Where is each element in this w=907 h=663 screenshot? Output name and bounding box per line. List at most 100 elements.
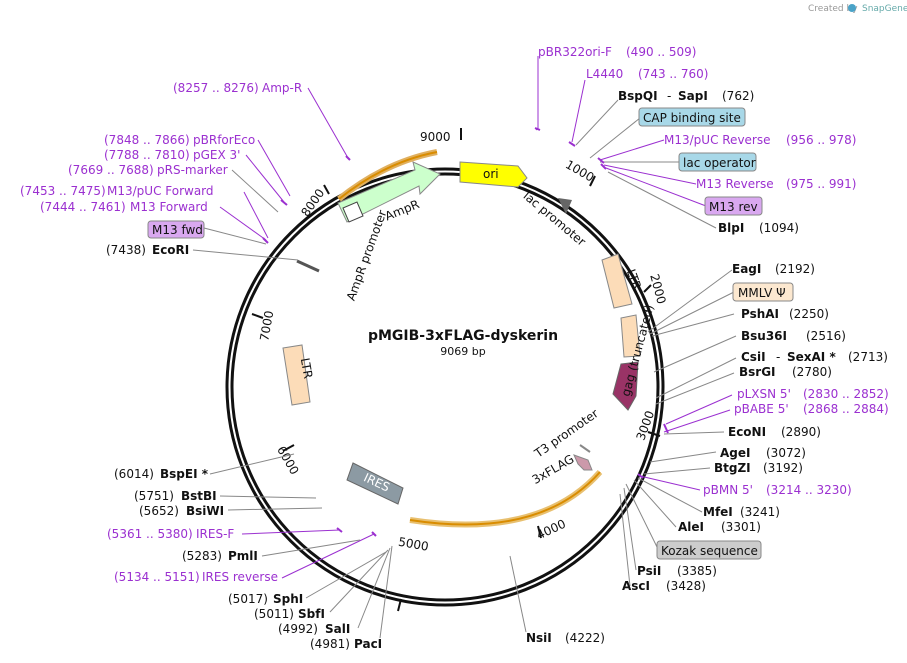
m13-reverse-line [603, 164, 697, 185]
ires-feature[interactable] [346, 462, 404, 505]
nsii-name[interactable]: NsiI [526, 631, 552, 645]
prs-marker-name[interactable]: pRS-marker [157, 163, 228, 177]
ltr-mmlv-feature[interactable] [620, 314, 641, 358]
sphi-line [305, 551, 387, 599]
mfei-name[interactable]: MfeI [703, 505, 733, 519]
cap-name: CAP binding site [643, 111, 741, 125]
gag-feature[interactable] [612, 361, 639, 411]
flag-feature[interactable] [573, 454, 593, 471]
bsrgi-name[interactable]: BsrGI [739, 365, 776, 379]
tick-5000: 5000 [397, 535, 430, 554]
agei-name[interactable]: AgeI [720, 446, 750, 460]
pbmn-range: (3214 .. 3230) [766, 483, 852, 497]
csii-name[interactable]: CsiI [741, 350, 766, 364]
pshai-name[interactable]: PshAI [741, 307, 779, 321]
sali-line [357, 547, 391, 629]
amp-r-primer-arrow [338, 151, 438, 200]
bstbi-name[interactable]: BstBI [181, 489, 217, 503]
tick-2000: 2000 [647, 272, 668, 305]
m13-forward-range: (7444 .. 7461) [40, 200, 126, 214]
plxsn-name[interactable]: pLXSN 5' [737, 387, 791, 401]
sbfi-name[interactable]: SbfI [298, 607, 325, 621]
pbmn-name[interactable]: pBMN 5' [703, 483, 753, 497]
m13-rev-box[interactable] [704, 196, 763, 216]
m13puc-fwd-name[interactable]: M13/pUC Forward [107, 184, 214, 198]
alei-line [633, 479, 677, 528]
psii-pos: (3385) [677, 564, 717, 578]
tick-8000: 8000 [298, 186, 327, 219]
m13-forward-name[interactable]: M13 Forward [130, 200, 208, 214]
psii-line [623, 487, 637, 571]
bspqi-pos: (762) [722, 89, 754, 103]
pshai-line [651, 313, 735, 337]
agei-pos: (3072) [766, 446, 806, 460]
lac-operator-box[interactable] [678, 152, 757, 172]
btgzi-line [643, 467, 711, 475]
t3-promoter-feature[interactable] [579, 444, 591, 453]
ecori-name[interactable]: EcoRI [152, 243, 189, 257]
m13-fwd-box[interactable] [147, 220, 205, 239]
cap-box[interactable] [638, 107, 746, 127]
blpi-line [607, 171, 717, 229]
m13-reverse-name[interactable]: M13 Reverse [696, 177, 774, 191]
l4440-name[interactable]: L4440 [586, 67, 623, 81]
pmli-name[interactable]: PmlI [228, 549, 258, 563]
bsrgi-pos: (2780) [792, 365, 832, 379]
sexai-name[interactable]: SexAI * [787, 350, 836, 364]
pbabe-name[interactable]: pBABE 5' [734, 402, 789, 416]
orf-highlight [409, 470, 603, 528]
primer-markers [262, 127, 669, 537]
alei-name[interactable]: AleI [678, 520, 704, 534]
ires-reverse-name[interactable]: IRES reverse [202, 570, 278, 584]
psii-name[interactable]: PsiI [637, 564, 661, 578]
pgex3-name[interactable]: pGEX 3' [193, 148, 240, 162]
bspei-name[interactable]: BspEI * [160, 467, 209, 481]
pbabe-line [663, 409, 731, 433]
amp-r-primer-name[interactable]: Amp-R [262, 81, 302, 95]
paci-name[interactable]: PacI [354, 637, 382, 651]
bsu36i-name[interactable]: Bsu36I [741, 329, 787, 343]
bsiwi-name[interactable]: BsiWI [186, 504, 224, 518]
asci-name[interactable]: AscI [622, 579, 650, 593]
kozak-box[interactable] [656, 540, 762, 560]
ltr-right-feature[interactable] [601, 253, 633, 309]
csii-dash: - [776, 350, 780, 364]
backbone-inner [230, 172, 660, 602]
sbfi-pos: (5011) [254, 607, 294, 621]
mmlv-box[interactable] [732, 282, 794, 302]
mfei-line [637, 477, 703, 513]
m13-rev-line [605, 167, 707, 207]
blpi-name[interactable]: BlpI [718, 221, 744, 235]
bspqi-dash: - [667, 89, 671, 103]
m13-fwd-name: M13 fwd [152, 223, 203, 237]
sphi-name[interactable]: SphI [273, 592, 303, 606]
econi-name[interactable]: EcoNI [728, 425, 766, 439]
lac-promoter-feature[interactable] [558, 198, 572, 214]
pbrforeco-name[interactable]: pBRforEco [193, 133, 255, 147]
nsii-pos: (4222) [565, 631, 605, 645]
ires-reverse-range: (5134 .. 5151) [114, 570, 200, 584]
sali-name[interactable]: SalI [325, 622, 350, 636]
ltr-left-feature[interactable] [282, 344, 311, 406]
ires-f-name[interactable]: IRES-F [196, 527, 234, 541]
pbrforeco-line [257, 139, 291, 197]
csii-line [655, 357, 737, 399]
prs-marker-line [231, 169, 279, 213]
pbr322ori-f-name[interactable]: pBR322ori-F [538, 45, 612, 59]
ori-label: ori [483, 167, 499, 181]
bsiwi-line [227, 507, 323, 511]
bspqi-name[interactable]: BspQI [618, 89, 658, 103]
ori-feature[interactable] [459, 161, 528, 188]
snapgene-logo-icon [848, 4, 856, 12]
btgzi-name[interactable]: BtgZI [714, 461, 751, 475]
sapi-name[interactable]: SapI [678, 89, 708, 103]
amp-r-promoter-label: AmpR promoter [344, 208, 390, 302]
m13puc-rev-line [599, 139, 665, 161]
blpi-pos: (1094) [759, 221, 799, 235]
mmlv-name: MMLV Ψ [738, 286, 786, 300]
kozak-name: Kozak sequence [661, 544, 758, 558]
eagi-name[interactable]: EagI [732, 262, 761, 276]
m13puc-rev-name[interactable]: M13/pUC Reverse [664, 133, 771, 147]
prs-marker-range: (7669 .. 7688) [68, 163, 154, 177]
amp-r-promoter-feature[interactable] [342, 201, 364, 223]
